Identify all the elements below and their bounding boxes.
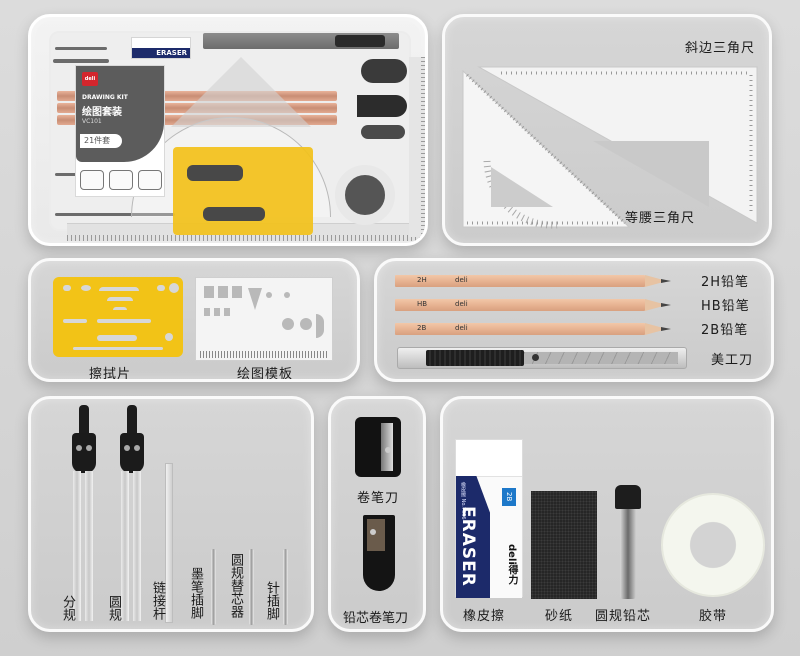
- set-squares-illustration: [462, 66, 758, 229]
- compass-insert-stored: [55, 47, 107, 50]
- pencil-sharpener-label: 卷笔刀: [357, 491, 400, 506]
- sandpaper-label: 砂纸: [545, 609, 574, 624]
- drawing-template-label: 绘图模板: [237, 367, 294, 382]
- eraser: 橡皮擦 No.7536 ERASER 2B deli得力: [455, 439, 523, 598]
- kit-case-panel: ERASER deli DRAWING KIT 绘图套装 VC101 21件套: [28, 14, 428, 246]
- needle-insert-label: 针插脚: [264, 581, 279, 620]
- sharpener-stored: [361, 59, 407, 83]
- set-square-stored: [171, 57, 311, 127]
- lead-holder-insert-label: 圆规替芯器: [228, 553, 243, 618]
- pencil-sharpener: [355, 417, 401, 477]
- erasing-shield: [53, 277, 183, 357]
- pencils-panel: 2H deli HB deli 2B deli 2H铅笔 HB铅笔 2B铅笔 美…: [374, 258, 774, 382]
- product-card: deli DRAWING KIT 绘图套装 VC101 21件套: [75, 65, 165, 197]
- brand-logo: deli: [82, 72, 98, 86]
- erasing-shield-stored: [173, 147, 313, 235]
- compass-label: 圆规: [106, 595, 121, 621]
- divider-stored: [55, 213, 175, 216]
- pencil-2h-label: 2H铅笔: [701, 275, 750, 290]
- eraser-label: 橡皮擦: [463, 609, 506, 624]
- sharpeners-panel: 卷笔刀 铅芯卷笔刀: [328, 396, 426, 632]
- ink-pen-insert: [211, 549, 216, 625]
- template-icon: [109, 170, 133, 190]
- compass-insert-stored: [53, 59, 109, 63]
- compasses-panel: 分规 圆规 链接杆 墨笔插脚 圆规替芯器 针插脚: [28, 396, 314, 632]
- triangles-panel: 斜边三角尺 等腰三角尺: [442, 14, 772, 246]
- product-title-en: DRAWING KIT: [82, 94, 128, 101]
- stencils-panel: 擦拭片 绘图模板: [28, 258, 360, 382]
- lead-tube-stored: [361, 125, 405, 139]
- utility-knife-label: 美工刀: [711, 353, 754, 368]
- set-square-45-label: 等腰三角尺: [625, 211, 696, 226]
- erasing-shield-label: 擦拭片: [89, 367, 132, 382]
- sandpaper: [531, 491, 597, 599]
- product-title-cn: 绘图套装: [82, 107, 122, 118]
- feature-icons: [80, 170, 162, 190]
- divider-label: 分规: [60, 595, 75, 621]
- tape-stored: [335, 165, 395, 225]
- compass-lead-label: 圆规铅芯: [595, 609, 652, 624]
- drawing-template: [195, 277, 333, 361]
- pencil-hb-label: HB铅笔: [701, 299, 750, 314]
- tape-label: 胶带: [699, 609, 728, 624]
- set-square-cutout: [593, 141, 709, 207]
- lead-sharpener-label: 铅芯卷笔刀: [343, 611, 409, 626]
- utility-knife-stored: [203, 33, 399, 49]
- lead-holder-insert: [249, 549, 254, 625]
- ink-pen-insert-label: 墨笔插脚: [188, 567, 203, 619]
- lead-sharpener: [363, 515, 395, 591]
- pencil-2h: 2H deli: [395, 275, 673, 287]
- extension-bar-label: 链接杆: [150, 581, 165, 620]
- accessories-panel: 橡皮擦 No.7536 ERASER 2B deli得力 橡皮擦 砂纸 圆规铅芯…: [440, 396, 774, 632]
- ruler-icon: [138, 170, 162, 190]
- pencil-2b-label: 2B铅笔: [701, 323, 749, 338]
- pencil-2b: 2B deli: [395, 323, 673, 335]
- utility-knife: [397, 347, 687, 369]
- needle-insert: [283, 549, 288, 625]
- eraser-stored: ERASER: [131, 37, 191, 59]
- tape-roll: [661, 493, 765, 597]
- extension-bar: [165, 463, 173, 623]
- product-model: VC101: [82, 118, 102, 125]
- pencil-hb: HB deli: [395, 299, 673, 311]
- set-square-30-60-label: 斜边三角尺: [684, 41, 755, 56]
- compass-lead-tube: [615, 485, 641, 601]
- piece-count-badge: 21件套: [80, 134, 122, 148]
- compass-icon: [80, 170, 104, 190]
- lead-sharpener-stored: [357, 95, 407, 117]
- ruler-stored: [409, 57, 425, 237]
